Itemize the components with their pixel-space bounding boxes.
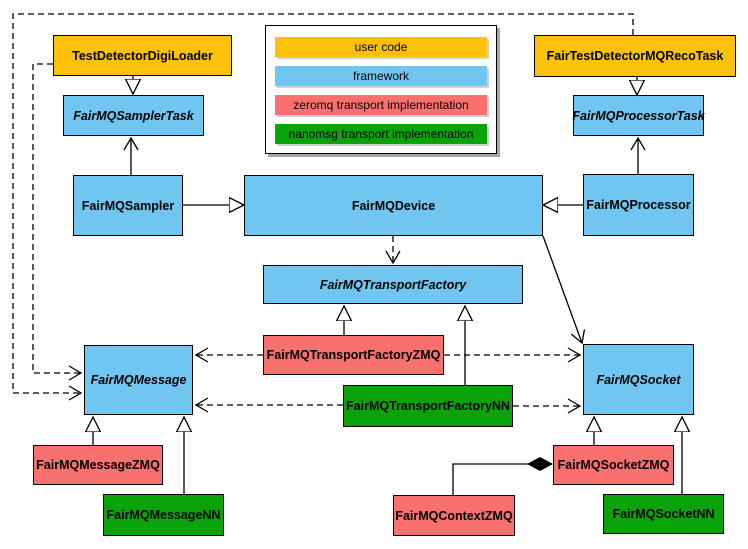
- legend-item-nanomsg: nanomsg transport implementation: [275, 124, 487, 144]
- class-box-fairmqmessagenn: FairMQMessageNN: [103, 494, 224, 536]
- class-box-fairmqtransportfactory: FairMQTransportFactory: [263, 265, 523, 304]
- edge-contextzmq-socketzmq: [452, 457, 553, 495]
- class-box-fairmqcontextzmq: FairMQContextZMQ: [393, 495, 515, 536]
- composition-diamond: [527, 457, 553, 471]
- class-box-testdetectordigiloader: TestDetectorDigiLoader: [53, 35, 232, 76]
- class-box-fairmqsocket: FairMQSocket: [583, 344, 694, 415]
- edge-device-socket: [542, 235, 586, 345]
- class-box-fairmqtransportfactoryzmq: FairMQTransportFactoryZMQ: [263, 335, 444, 375]
- class-box-fairmqtransportfactorynn: FairMQTransportFactoryNN: [343, 385, 513, 427]
- class-box-fairmqsocketnn: FairMQSocketNN: [603, 494, 724, 534]
- class-box-fairmqsocketzmq: FairMQSocketZMQ: [553, 445, 674, 485]
- class-box-fairmqprocessortask: FairMQProcessorTask: [572, 95, 705, 136]
- legend-item-zeromq: zeromq transport implementation: [275, 95, 487, 115]
- class-box-fairtestdetectormqrecotask: FairTestDetectorMQRecoTask: [534, 35, 736, 77]
- class-box-fairmqsamplertask: FairMQSamplerTask: [63, 95, 204, 136]
- legend: user code framework zeromq transport imp…: [265, 25, 497, 154]
- legend-item-user-code: user code: [275, 37, 487, 57]
- class-box-fairmqmessage: FairMQMessage: [84, 345, 193, 415]
- class-box-fairmqsampler: FairMQSampler: [73, 175, 183, 236]
- class-box-fairmqmessagezmq: FairMQMessageZMQ: [33, 445, 163, 485]
- legend-item-framework: framework: [275, 66, 487, 86]
- class-box-fairmqdevice: FairMQDevice: [244, 175, 543, 236]
- class-box-fairmqprocessor: FairMQProcessor: [583, 174, 694, 236]
